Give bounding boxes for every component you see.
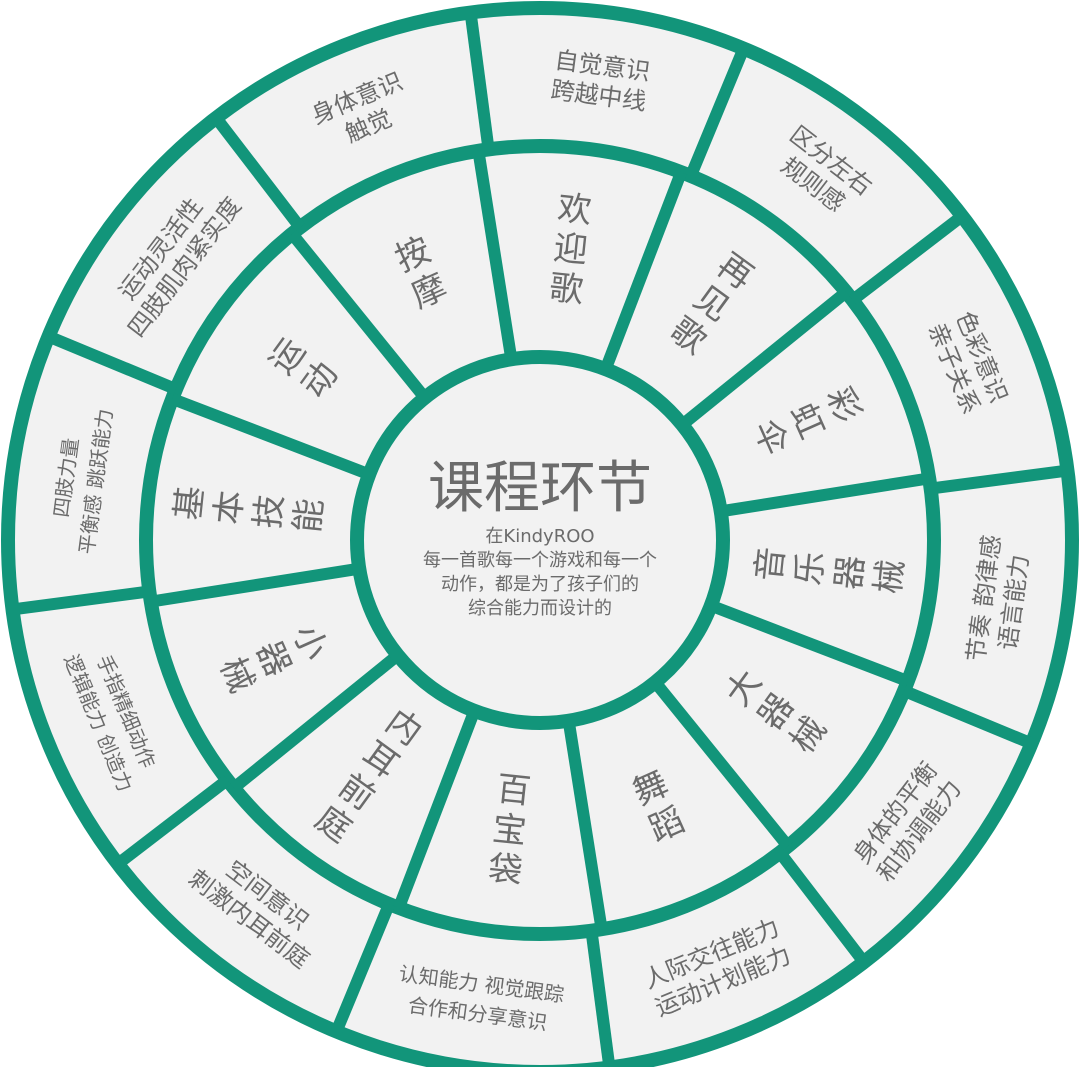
- svg-text:音: 音: [749, 545, 792, 583]
- svg-text:迎: 迎: [552, 228, 590, 271]
- outer-spoke: [211, 114, 305, 232]
- svg-text:械: 械: [868, 558, 911, 596]
- svg-text:袋: 袋: [486, 849, 524, 892]
- inner-spoke: [170, 393, 371, 480]
- svg-text:技: 技: [248, 493, 291, 531]
- inner-spoke: [562, 720, 608, 931]
- inner-label-1: 欢迎歌: [547, 188, 593, 311]
- outer-spoke: [685, 46, 750, 179]
- svg-text:歌: 歌: [547, 268, 585, 311]
- middle-ring: [139, 139, 941, 941]
- outer-spoke: [775, 848, 869, 966]
- outer-spoke: [330, 901, 395, 1034]
- center-line-2: 每一首歌每一个游戏和每一个: [423, 550, 657, 571]
- inner-spoke: [149, 562, 360, 608]
- svg-text:宝: 宝: [490, 809, 528, 852]
- center-title: 课程环节: [428, 456, 652, 521]
- svg-text:本: 本: [208, 488, 251, 526]
- inner-spoke: [472, 149, 518, 360]
- outer-spoke: [46, 330, 179, 395]
- outer-spoke: [114, 775, 232, 869]
- svg-text:基: 基: [168, 484, 211, 522]
- inner-label-7: 百宝袋: [486, 769, 532, 892]
- outer-spoke: [11, 585, 151, 616]
- outer-spoke: [929, 464, 1069, 495]
- inner-spoke: [600, 170, 687, 371]
- outer-spoke: [585, 929, 616, 1067]
- center-disc: [350, 350, 730, 730]
- svg-text:百: 百: [495, 769, 533, 812]
- svg-text:器: 器: [829, 554, 872, 592]
- inner-spoke: [679, 287, 850, 429]
- svg-text:能: 能: [288, 497, 331, 535]
- inner-spoke: [720, 472, 931, 518]
- inner-spoke: [230, 651, 401, 793]
- outer-spoke: [848, 211, 966, 305]
- inner-spoke: [651, 679, 793, 850]
- inner-spoke: [709, 600, 910, 687]
- center-line-3: 动作，都是为了孩子们的: [441, 574, 639, 595]
- inner-spoke: [393, 709, 480, 910]
- outer-spoke: [901, 685, 1034, 750]
- outer-spoke: [464, 11, 495, 151]
- svg-text:乐: 乐: [789, 549, 832, 587]
- center-line-1: 在KindyROO: [485, 526, 594, 547]
- center-line-4: 综合能力而设计的: [468, 598, 612, 619]
- spoke-lines: [11, 11, 1069, 1067]
- inner-spoke: [287, 230, 429, 401]
- svg-text:欢: 欢: [556, 188, 594, 231]
